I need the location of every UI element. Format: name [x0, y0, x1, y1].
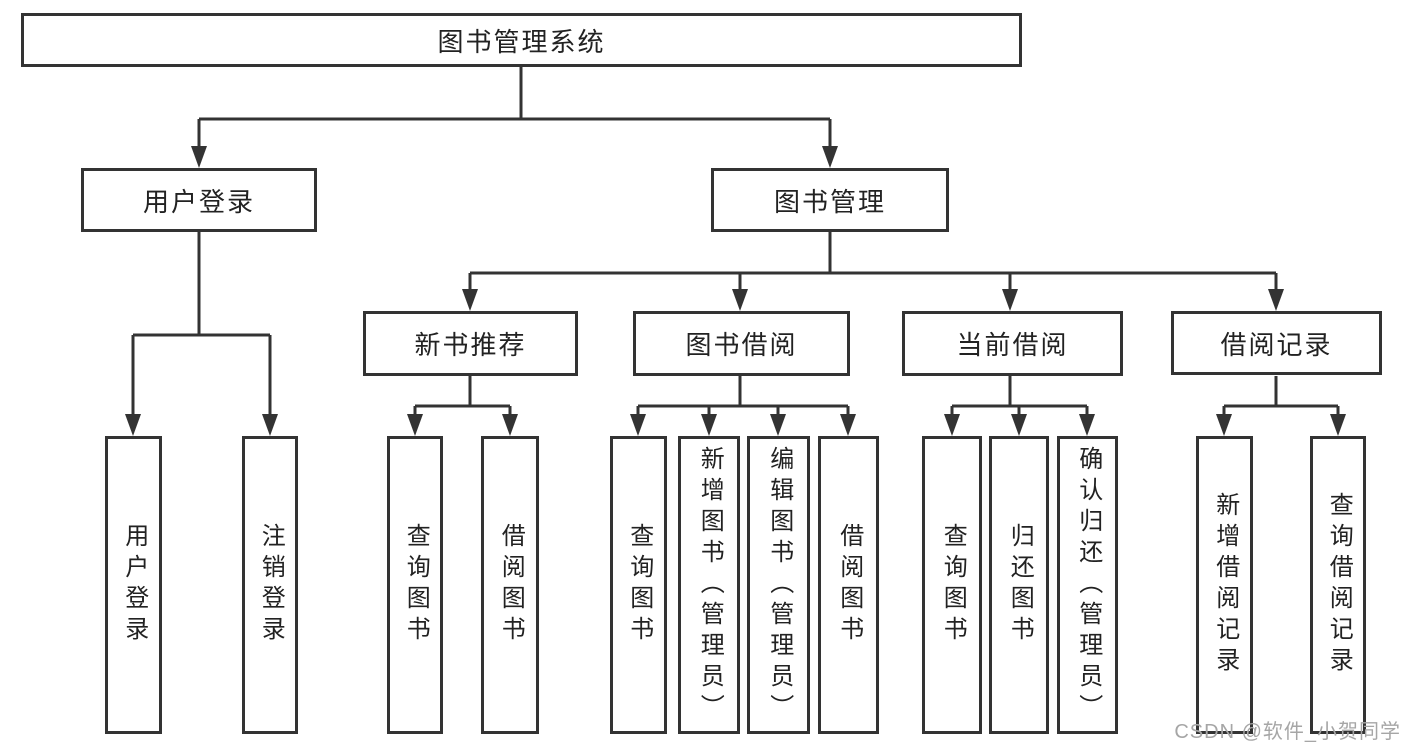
node-label: 新书推荐	[414, 330, 527, 360]
node-query-books-current: 查询图书	[922, 436, 982, 734]
node-query-books-borrow: 查询图书	[610, 436, 667, 734]
csdn-watermark: CSDN @软件_小贺同学	[1174, 721, 1401, 743]
node-label: 借阅记录	[1220, 329, 1333, 360]
node-add-borrow-record: 新增借阅记录	[1196, 436, 1253, 734]
node-label: 图书管理系统	[437, 26, 606, 57]
node-current-borrow: 当前借阅	[902, 311, 1123, 376]
node-return-books: 归还图书	[989, 436, 1049, 734]
node-label: 确认归还（管理员）	[1074, 445, 1102, 725]
node-label: 注销登录	[257, 523, 285, 647]
node-label: 编辑图书（管理员）	[765, 445, 793, 725]
node-label: 新增借阅记录	[1211, 492, 1239, 678]
node-book-management: 图书管理	[711, 168, 949, 232]
node-label: 查询图书	[625, 523, 653, 647]
node-borrow-books-recommend: 借阅图书	[481, 436, 539, 734]
node-label: 归还图书	[1006, 523, 1034, 647]
node-user-login: 用户登录	[81, 168, 317, 232]
node-label: 新增图书（管理员）	[696, 445, 724, 725]
node-borrow-records: 借阅记录	[1171, 311, 1382, 375]
node-label: 当前借阅	[956, 330, 1069, 360]
node-label: 查询图书	[402, 523, 430, 647]
node-user-login-action: 用户登录	[105, 436, 162, 734]
node-label: 用户登录	[142, 186, 255, 217]
node-add-books-admin: 新增图书（管理员）	[678, 436, 740, 734]
node-label: 查询图书	[939, 523, 967, 647]
node-confirm-return-admin: 确认归还（管理员）	[1057, 436, 1118, 734]
node-library-system-root: 图书管理系统	[21, 13, 1022, 67]
node-label: 用户登录	[120, 523, 148, 647]
node-edit-books-admin: 编辑图书（管理员）	[747, 436, 810, 734]
node-label: 借阅图书	[835, 523, 863, 647]
node-new-book-recommend: 新书推荐	[363, 311, 578, 376]
node-borrow-books: 借阅图书	[818, 436, 879, 734]
node-label: 借阅图书	[497, 523, 525, 647]
node-label: 图书管理	[773, 186, 886, 217]
node-logout-action: 注销登录	[242, 436, 298, 734]
node-query-books-recommend: 查询图书	[387, 436, 443, 734]
node-label: 查询借阅记录	[1325, 492, 1353, 678]
node-label: 图书借阅	[685, 330, 798, 360]
node-book-borrow: 图书借阅	[633, 311, 850, 376]
node-query-borrow-record: 查询借阅记录	[1310, 436, 1366, 734]
